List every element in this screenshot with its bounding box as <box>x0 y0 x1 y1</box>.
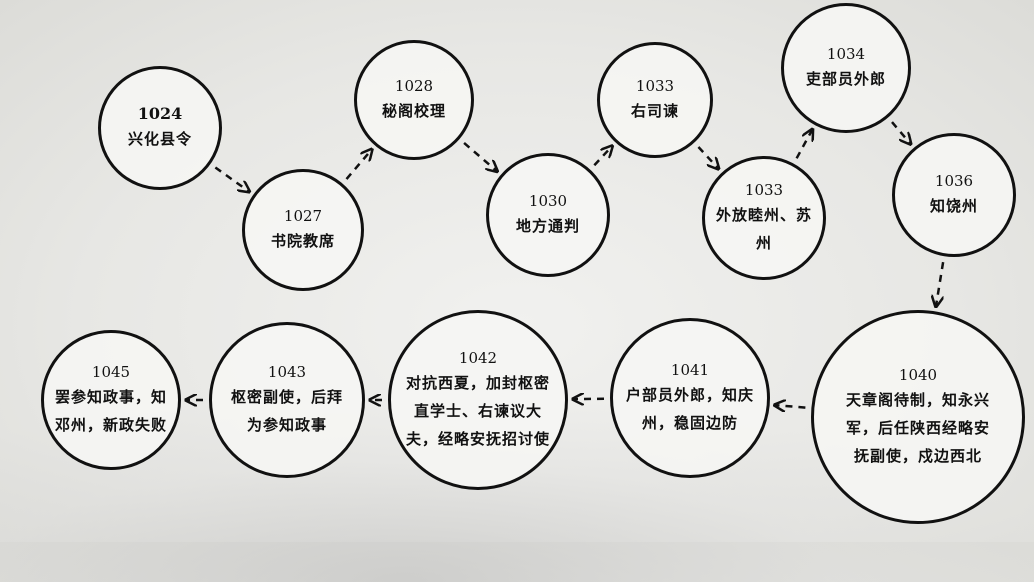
node-year: 1027 <box>284 205 322 227</box>
arrow-n1040-to-n1041 <box>776 405 806 407</box>
node-1043: 1043 枢密副使，后拜为参知政事 <box>209 322 365 478</box>
node-text: 外放睦州、苏州 <box>714 201 814 257</box>
node-1030: 1030 地方通判 <box>486 153 610 277</box>
node-year: 1024 <box>138 103 183 125</box>
node-text: 吏部员外郎 <box>806 65 886 93</box>
node-year: 1030 <box>529 190 567 212</box>
arrow-n1024-to-n1027 <box>215 167 248 191</box>
node-1045: 1045 罢参知政事，知邓州，新政失败 <box>41 330 181 470</box>
node-text: 地方通判 <box>516 212 580 240</box>
node-year: 1041 <box>671 359 709 381</box>
node-year: 1040 <box>899 364 937 386</box>
node-text: 秘阁校理 <box>382 97 446 125</box>
node-text: 书院教席 <box>271 227 335 255</box>
node-1034: 1034 吏部员外郎 <box>781 3 911 133</box>
node-year: 1036 <box>935 170 973 192</box>
arrow-n1030-to-n1033a <box>594 147 611 165</box>
node-1040: 1040 天章阁待制，知永兴军，后任陕西经略安抚副使，戍边西北 <box>811 310 1025 524</box>
node-1024: 1024 兴化县令 <box>98 66 222 190</box>
node-year: 1045 <box>92 361 130 383</box>
node-1036: 1036 知饶州 <box>892 133 1016 257</box>
arrow-n1027-to-n1028 <box>347 150 372 179</box>
arrow-n1036-to-n1040 <box>936 262 943 305</box>
node-year: 1042 <box>459 347 497 369</box>
node-year: 1033 <box>636 75 674 97</box>
node-text: 右司谏 <box>631 97 679 125</box>
node-text: 罢参知政事，知邓州，新政失败 <box>51 383 171 439</box>
timeline-diagram: 1024 兴化县令 1027 书院教席 1028 秘阁校理 1030 地方通判 … <box>0 0 1034 542</box>
node-1041: 1041 户部员外郎，知庆州，稳固边防 <box>610 318 770 478</box>
arrow-n1033a-to-n1033b <box>698 147 717 168</box>
node-1042: 1042 对抗西夏，加封枢密直学士、右谏议大夫，经略安抚招讨使 <box>388 310 568 490</box>
node-year: 1033 <box>745 179 783 201</box>
arrow-n1033b-to-n1034 <box>797 130 812 158</box>
node-1028: 1028 秘阁校理 <box>354 40 474 160</box>
arrow-n1028-to-n1030 <box>464 143 496 171</box>
node-text: 知饶州 <box>930 192 978 220</box>
node-text: 对抗西夏，加封枢密直学士、右谏议大夫，经略安抚招讨使 <box>403 369 553 453</box>
node-1033-right: 1033 右司谏 <box>597 42 713 158</box>
node-1033-out: 1033 外放睦州、苏州 <box>702 156 826 280</box>
node-year: 1028 <box>395 75 433 97</box>
node-year: 1034 <box>827 43 865 65</box>
arrow-n1034-to-n1036 <box>892 122 910 143</box>
node-year: 1043 <box>268 361 306 383</box>
node-text: 户部员外郎，知庆州，稳固边防 <box>625 381 755 437</box>
node-text: 枢密副使，后拜为参知政事 <box>227 383 347 439</box>
node-text: 兴化县令 <box>128 125 192 153</box>
node-text: 天章阁待制，知永兴军，后任陕西经略安抚副使，戍边西北 <box>843 386 993 470</box>
node-1027: 1027 书院教席 <box>242 169 364 291</box>
